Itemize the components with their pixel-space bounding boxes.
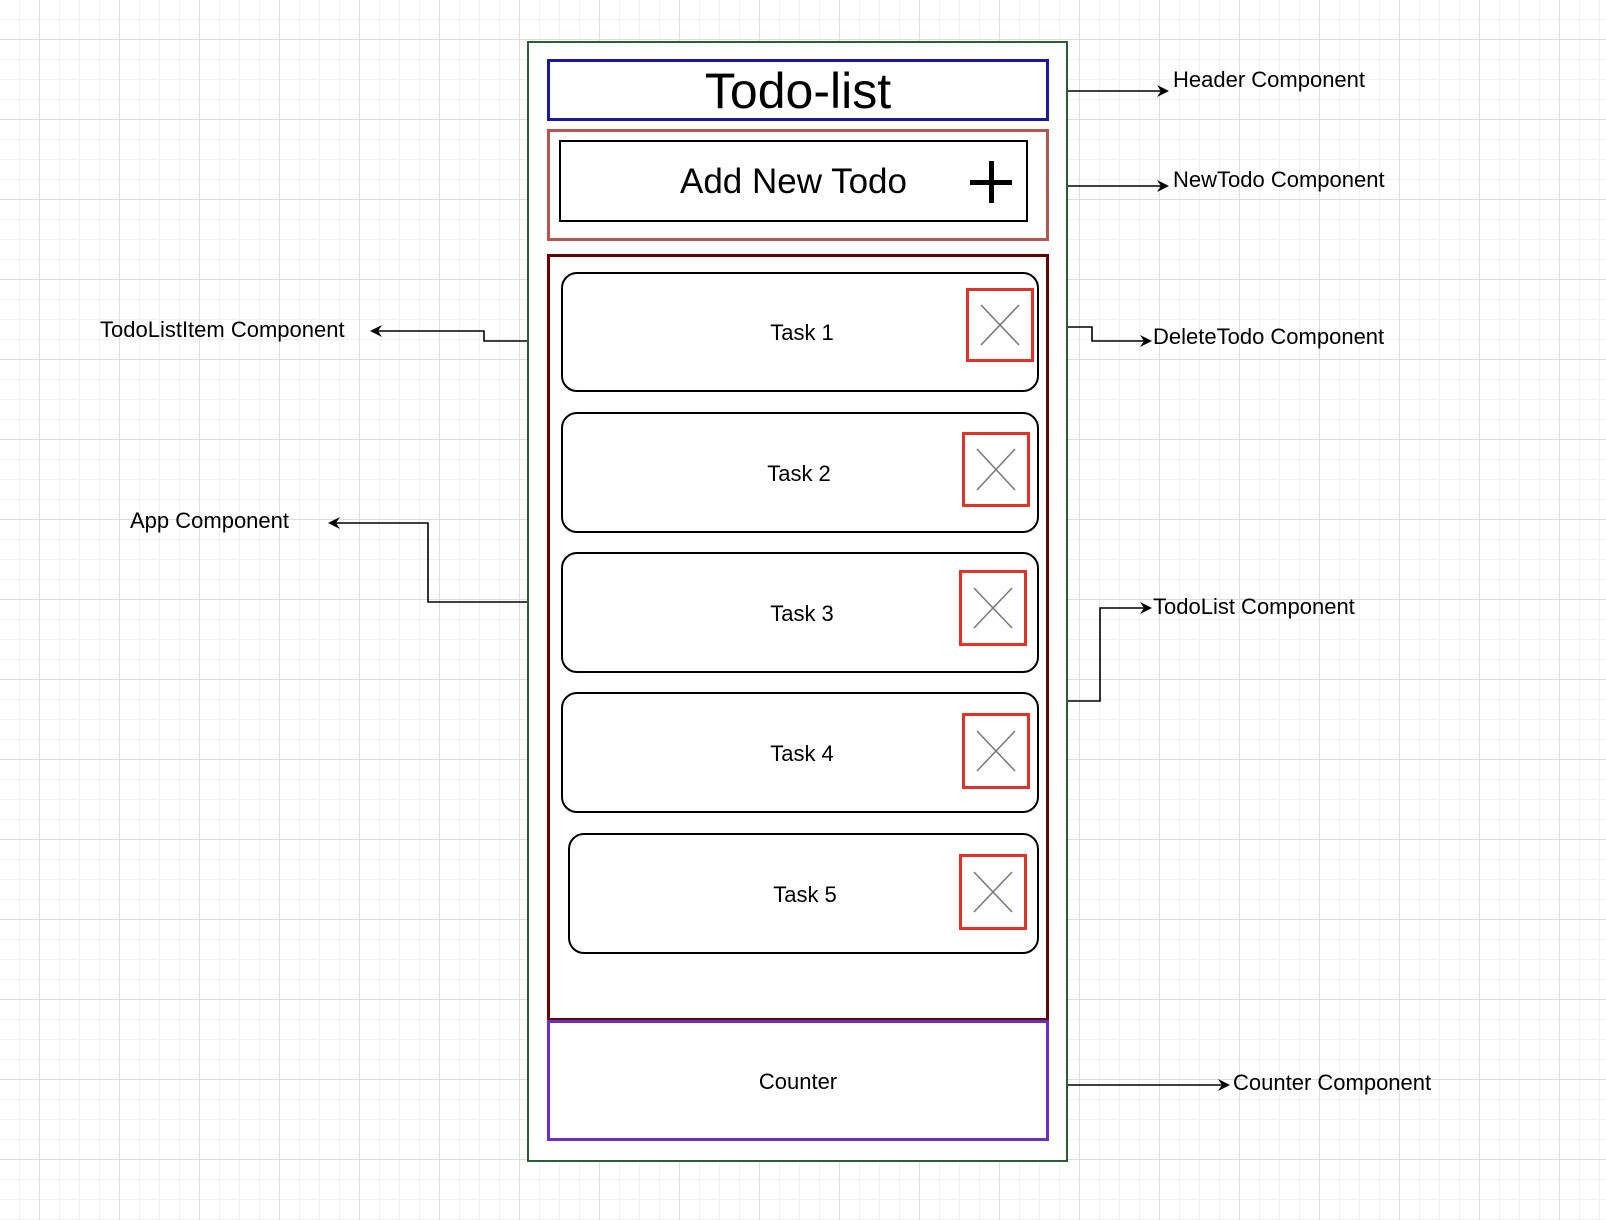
delete-todo-button[interactable]	[966, 288, 1034, 362]
todo-list-item[interactable]: Task 2	[561, 412, 1039, 533]
delete-todo-component-annotation: DeleteTodo Component	[1153, 324, 1385, 349]
app-connector	[328, 517, 527, 603]
close-x-icon	[980, 304, 1020, 346]
add-new-todo-input[interactable]: Add New Todo	[559, 140, 1028, 222]
app-component-annotation: App Component	[130, 508, 289, 533]
delete-todo-button[interactable]	[962, 432, 1030, 507]
delete-todo-button[interactable]	[959, 570, 1027, 646]
plus-icon[interactable]	[970, 161, 1012, 203]
todo-item-label: Task 3	[770, 601, 834, 626]
header-component: Todo-list	[547, 59, 1049, 121]
todo-item-label: Task 5	[773, 882, 837, 907]
close-x-icon	[976, 730, 1016, 772]
counter-component: Counter	[547, 1020, 1049, 1141]
delete-todo-button[interactable]	[962, 713, 1030, 789]
counter-component-annotation: Counter Component	[1233, 1070, 1432, 1095]
todo-item-label: Task 4	[770, 741, 834, 766]
close-x-icon	[973, 871, 1013, 913]
todo-list-item-component-annotation: TodoListItem Component	[100, 317, 345, 342]
todo-item-label: Task 2	[767, 461, 831, 486]
todo-item-label: Task 1	[770, 320, 834, 345]
close-x-icon	[976, 448, 1016, 491]
delete-todo-button[interactable]	[959, 854, 1027, 930]
todo-list-component-annotation: TodoList Component	[1153, 594, 1355, 619]
new-todo-component-annotation: NewTodo Component	[1173, 167, 1385, 192]
add-new-todo-label: Add New Todo	[679, 161, 907, 201]
todo-list-item[interactable]: Task 4	[561, 692, 1039, 813]
app-title: Todo-list	[704, 63, 892, 119]
close-x-icon	[973, 587, 1013, 629]
todo-list-item[interactable]: Task 1	[561, 272, 1039, 392]
counter-label: Counter	[758, 1068, 838, 1094]
header-component-annotation: Header Component	[1173, 67, 1366, 92]
